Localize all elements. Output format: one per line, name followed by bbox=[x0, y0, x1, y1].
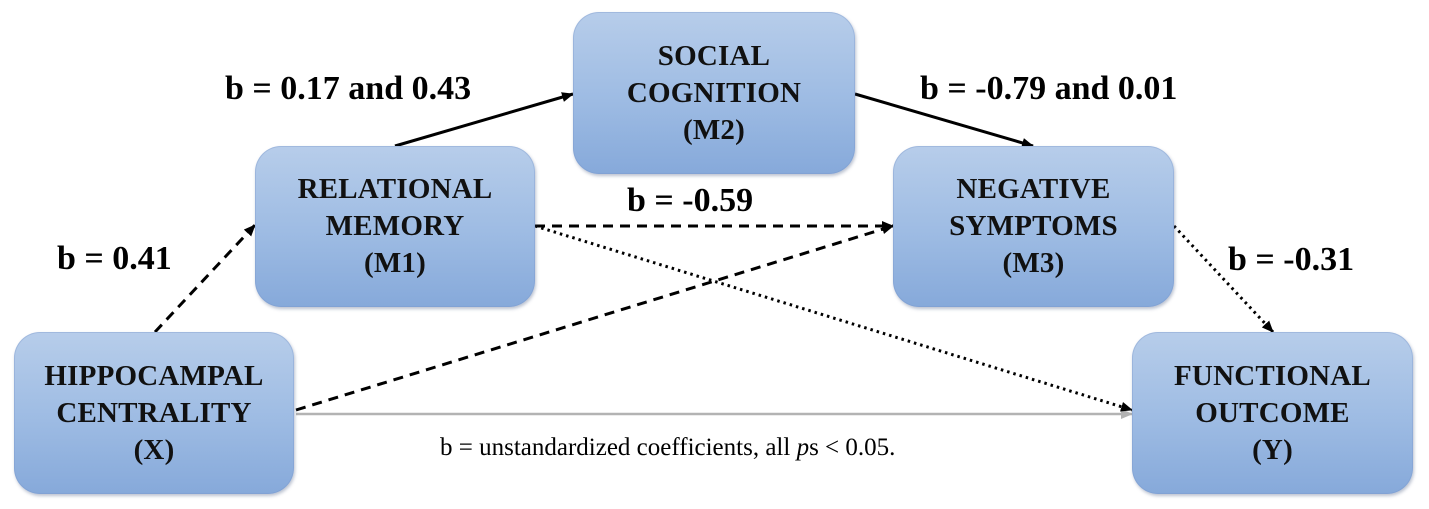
footnote-prefix: b = unstandardized coefficients, all bbox=[440, 434, 797, 461]
node-y-line1: FUNCTIONAL bbox=[1174, 359, 1371, 392]
node-y-line2: OUTCOME bbox=[1195, 396, 1350, 429]
node-y-line3: (Y) bbox=[1252, 433, 1293, 466]
node-x-line3: (X) bbox=[133, 433, 175, 466]
node-x-line2: CENTRALITY bbox=[56, 396, 252, 429]
arrow-m1-to-m2 bbox=[394, 92, 574, 148]
node-x-box: HIPPOCAMPAL CENTRALITY (X) bbox=[14, 332, 294, 494]
node-m3-line3: (M3) bbox=[1002, 247, 1065, 279]
node-m2-box: SOCIAL COGNITION (M2) bbox=[573, 12, 855, 174]
arrow-m3-to-y bbox=[1172, 224, 1275, 334]
node-m3-line1: NEGATIVE bbox=[956, 173, 1111, 205]
node-x-line1: HIPPOCAMPAL bbox=[44, 359, 264, 392]
footnote-italic: p bbox=[796, 434, 810, 461]
node-m1-line1: RELATIONAL bbox=[297, 173, 493, 205]
arrow-m2-to-m3 bbox=[854, 92, 1034, 148]
node-m1-line2: MEMORY bbox=[325, 210, 465, 242]
footnote: b = unstandardized coefficients, all ps … bbox=[440, 434, 895, 462]
arrow-m1-to-y bbox=[534, 224, 1133, 412]
node-m2-line3: (M2) bbox=[683, 113, 745, 146]
arrow-x-to-m3 bbox=[295, 224, 894, 412]
coef-m1-m3: b = -0.59 bbox=[627, 182, 754, 219]
node-y-box: FUNCTIONAL OUTCOME (Y) bbox=[1132, 332, 1413, 494]
node-m1-box: RELATIONAL MEMORY (M1) bbox=[255, 146, 535, 307]
node-m2-line2: COGNITION bbox=[626, 76, 802, 109]
coef-m1-m2: b = 0.17 and 0.43 bbox=[225, 70, 472, 107]
node-m3-line2: SYMPTOMS bbox=[949, 210, 1118, 242]
node-m1-line3: (M1) bbox=[364, 247, 426, 279]
coef-x-m1: b = 0.41 bbox=[57, 240, 172, 277]
coef-m2-m3: b = -0.79 and 0.01 bbox=[920, 70, 1178, 107]
node-m3-box: NEGATIVE SYMPTOMS (M3) bbox=[893, 146, 1174, 307]
arrow-x-to-m1 bbox=[153, 223, 257, 334]
footnote-suffix: s < 0.05. bbox=[809, 434, 896, 461]
node-m2-line1: SOCIAL bbox=[657, 39, 771, 72]
coef-m3-y: b = -0.31 bbox=[1228, 241, 1355, 278]
